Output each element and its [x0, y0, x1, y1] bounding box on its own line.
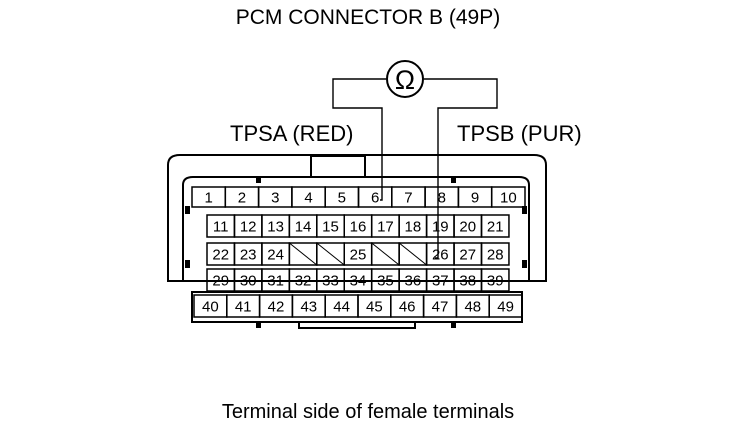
notch-right-upper — [522, 206, 527, 214]
terminal-number: 18 — [405, 219, 422, 236]
terminal-number: 40 — [202, 299, 219, 316]
terminal-number: 23 — [240, 247, 257, 264]
terminal-number: 39 — [487, 273, 504, 290]
diagram-caption: Terminal side of female terminals — [221, 401, 515, 423]
notch-left-lower — [185, 260, 190, 268]
terminal-number: 49 — [497, 299, 514, 316]
terminal-number: 22 — [212, 247, 229, 264]
terminal-cells — [191, 186, 526, 318]
terminal-number: 31 — [267, 273, 284, 290]
terminal-number: 33 — [322, 273, 339, 290]
terminal-number: 36 — [405, 273, 422, 290]
notch-bottom-right — [451, 322, 456, 328]
terminal-number: 2 — [238, 190, 246, 207]
terminal-number: 26 — [432, 247, 449, 264]
terminal-number: 29 — [212, 273, 229, 290]
terminal-cell — [480, 242, 510, 266]
wire-a-label: TPSA (RED) — [230, 121, 354, 146]
terminal-cell — [480, 214, 510, 238]
meter-lead-a — [332, 78, 386, 201]
notch-bottom-left — [256, 322, 261, 328]
connector-bottom-key — [298, 322, 416, 329]
notch-left-upper — [185, 206, 190, 214]
terminal-number: 44 — [333, 299, 350, 316]
blank-cavity-cross — [316, 242, 345, 266]
terminal-number: 1 — [204, 190, 212, 207]
terminal-number: 3 — [271, 190, 279, 207]
terminal-number: 32 — [295, 273, 312, 290]
terminal-number: 4 — [304, 190, 312, 207]
blank-cavity-cross — [371, 242, 400, 266]
connector-inner-frame — [182, 176, 530, 281]
terminal-number: 47 — [432, 299, 449, 316]
ohmmeter-icon: Ω — [386, 60, 424, 98]
terminal-number: 12 — [240, 219, 257, 236]
terminal-number: 27 — [459, 247, 476, 264]
terminal-number: 6 — [371, 190, 379, 207]
terminal-number: 42 — [268, 299, 285, 316]
terminal-number: 5 — [338, 190, 346, 207]
terminal-number: 20 — [459, 219, 476, 236]
terminal-number: 11 — [213, 219, 229, 236]
blank-cavity-cross — [398, 242, 427, 266]
terminal-number: 17 — [377, 219, 394, 236]
connector-lock-tab — [310, 155, 366, 177]
terminal-number: 8 — [438, 190, 446, 207]
notch-top-right — [451, 177, 456, 183]
terminal-number: 25 — [350, 247, 367, 264]
terminal-number: 7 — [404, 190, 412, 207]
terminal-number: 28 — [487, 247, 504, 264]
terminal-cell — [490, 186, 526, 208]
terminal-cell — [480, 268, 510, 292]
terminal-number: 13 — [267, 219, 284, 236]
terminal-number: 37 — [432, 273, 449, 290]
terminal-number: 46 — [399, 299, 416, 316]
terminal-number: 48 — [464, 299, 481, 316]
terminal-number: 30 — [240, 273, 257, 290]
terminal-cell — [488, 294, 523, 318]
terminal-number: 21 — [487, 219, 504, 236]
terminal-number: 14 — [295, 219, 312, 236]
terminal-number: 24 — [267, 247, 284, 264]
terminal-number: 9 — [471, 190, 479, 207]
wire-b-label: TPSB (PUR) — [457, 121, 582, 146]
notch-top-left — [256, 177, 261, 183]
terminal-number: 16 — [350, 219, 367, 236]
terminal-number: 38 — [459, 273, 476, 290]
terminal-number: 45 — [366, 299, 383, 316]
diagram-title: PCM CONNECTOR B (49P) — [235, 6, 501, 29]
terminal-number: 34 — [350, 273, 367, 290]
terminal-number: 41 — [235, 299, 252, 316]
connector-housing-outline — [167, 154, 547, 282]
blank-cavity-cross — [289, 242, 318, 266]
meter-lead-b — [424, 78, 498, 259]
notch-right-lower — [522, 260, 527, 268]
terminal-number: 35 — [377, 273, 394, 290]
terminal-number: 10 — [500, 190, 517, 207]
terminal-number: 15 — [322, 219, 339, 236]
terminal-number: 43 — [300, 299, 317, 316]
terminal-number: 19 — [432, 219, 449, 236]
